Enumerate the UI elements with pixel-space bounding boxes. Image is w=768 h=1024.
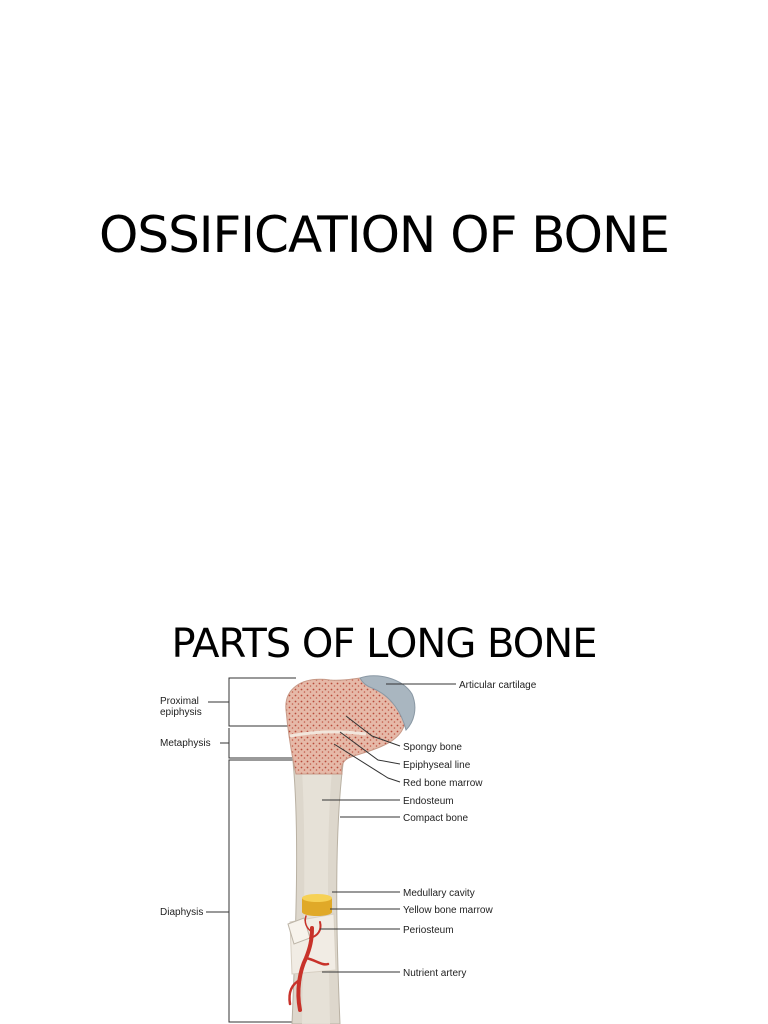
spongy-bone [285, 677, 406, 775]
epiphyseal-line [289, 730, 367, 738]
nutrient-artery [288, 915, 330, 1012]
articular-cartilage-label: Articular cartilage [459, 680, 537, 691]
nutrient-artery-label: Nutrient artery [403, 968, 466, 979]
left-brackets [206, 677, 296, 1023]
metaphysis-label: Metaphysis [160, 738, 211, 749]
articular-cartilage [359, 675, 416, 731]
right-leader-lines [320, 683, 456, 973]
long-bone-diagram: Proximal epiphysis Metaphysis Diaphysis … [160, 675, 537, 1024]
medullary-cavity-label: Medullary cavity [403, 888, 475, 899]
spongy-bone-label: Spongy bone [403, 742, 462, 753]
proximal-epiphysis-label-2: epiphysis [160, 707, 202, 718]
periosteum-label: Periosteum [403, 925, 454, 936]
page-title: OSSIFICATION OF BONE [98, 206, 670, 264]
yellow-bone-marrow [302, 894, 332, 916]
red-bone-marrow-label: Red bone marrow [403, 778, 483, 789]
figure-heading: PARTS OF LONG BONE [171, 621, 598, 667]
endosteum-label: Endosteum [403, 796, 454, 807]
yellow-bone-marrow-label: Yellow bone marrow [403, 905, 493, 916]
epiphyseal-line-label: Epiphyseal line [403, 760, 471, 771]
compact-bone-label: Compact bone [403, 813, 468, 824]
diaphysis-label: Diaphysis [160, 907, 203, 918]
proximal-epiphysis-label-1: Proximal [160, 696, 199, 707]
